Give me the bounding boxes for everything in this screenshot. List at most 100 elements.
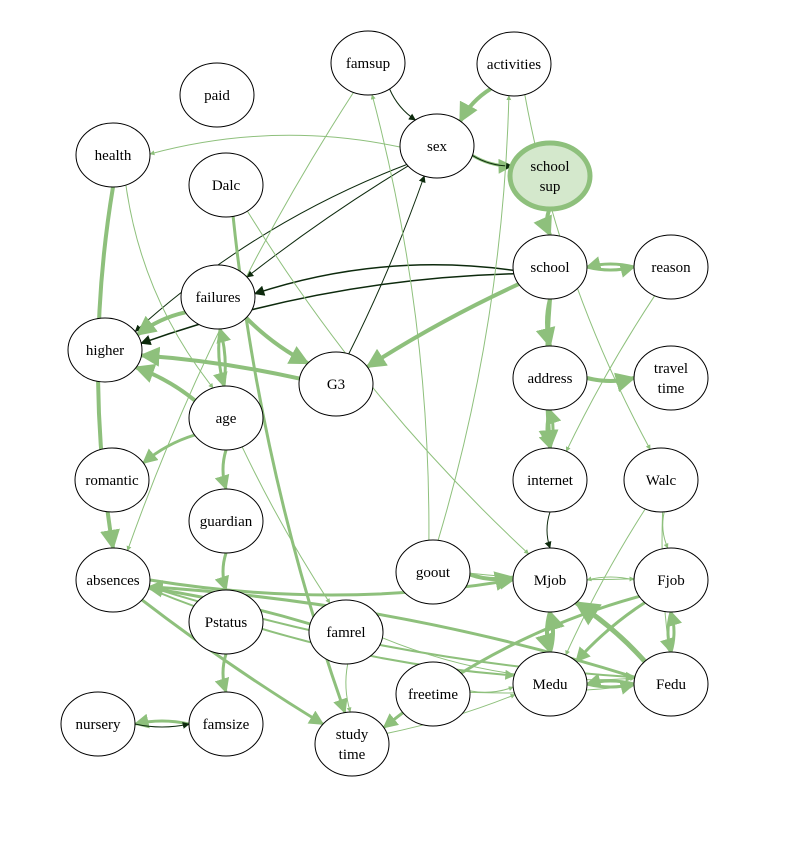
node-Pstatus: Pstatus: [188, 589, 264, 655]
node-Walc-ellipse: [623, 447, 699, 513]
edge-address-to-traveltime: [586, 372, 636, 393]
node-G3-ellipse: [298, 351, 374, 417]
node-activities: activities: [476, 31, 552, 97]
edge-sex-to-health: [149, 134, 401, 156]
edge-schoolsup-to-school: [533, 207, 552, 237]
edge-school-to-address: [535, 298, 556, 348]
edge-internet-to-address: [546, 408, 562, 449]
node-Walc-label: Walc: [646, 473, 677, 489]
edge-G3-to-higher: [139, 346, 300, 381]
node-higher-ellipse: [67, 317, 143, 383]
edge-Walc-to-Medu: [565, 508, 646, 656]
node-Pstatus-ellipse: [188, 589, 264, 655]
node-school-label: school: [530, 260, 569, 276]
node-famrel: famrel: [308, 599, 384, 665]
node-traveltime-ellipse: [633, 345, 709, 411]
node-Mjob-ellipse: [512, 547, 588, 613]
edge-sex-to-failures: [246, 165, 409, 278]
node-guardian-ellipse: [188, 488, 264, 554]
node-Fjob-label: Fjob: [657, 573, 685, 589]
node-absences-label: absences: [86, 573, 139, 589]
edge-absences-to-studytime: [141, 598, 325, 726]
edge-freetime-to-Medu: [469, 686, 514, 693]
node-paid-ellipse: [179, 62, 255, 128]
node-romantic-label: romantic: [85, 473, 139, 489]
node-famsup-label: famsup: [346, 56, 390, 72]
node-activities-ellipse: [476, 31, 552, 97]
node-address-label: address: [528, 371, 573, 387]
node-address: address: [512, 345, 588, 411]
node-internet-label: internet: [527, 473, 574, 489]
node-studytime-label: study: [336, 727, 369, 743]
node-Dalc: Dalc: [188, 152, 264, 218]
node-schoolsup-label: sup: [540, 179, 561, 195]
edge-famrel-to-studytime: [345, 663, 352, 713]
edge-Fjob-to-Medu: [575, 601, 646, 663]
edge-Fedu-to-Medu: [585, 673, 635, 688]
edge-school-to-G3: [365, 282, 520, 369]
edge-internet-to-Mjob: [544, 511, 552, 549]
node-reason-ellipse: [633, 234, 709, 300]
edge-reason-to-internet: [565, 295, 656, 452]
edge-age-to-romantic: [142, 433, 196, 465]
edge-goout-to-activities: [437, 95, 512, 541]
node-health-ellipse: [75, 122, 151, 188]
edge-sex-to-schoolsup: [472, 154, 513, 170]
node-famsize-ellipse: [188, 691, 264, 757]
edge-school-to-failures: [253, 264, 514, 296]
node-higher-label: higher: [86, 343, 124, 359]
node-Fedu-ellipse: [633, 651, 709, 717]
node-Medu-ellipse: [512, 651, 588, 717]
node-Fedu: Fedu: [633, 651, 709, 717]
node-famsup: famsup: [330, 30, 406, 96]
node-Mjob: Mjob: [512, 547, 588, 613]
node-Pstatus-label: Pstatus: [205, 615, 248, 631]
node-famsize: famsize: [188, 691, 264, 757]
node-schoolsup-ellipse: [507, 140, 593, 212]
node-Mjob-label: Mjob: [534, 573, 567, 589]
node-higher: higher: [67, 317, 143, 383]
node-failures: failures: [180, 264, 256, 330]
node-traveltime-label: time: [658, 381, 685, 397]
edge-famsize-to-nursery: [133, 713, 190, 729]
edge-failures-to-G3: [244, 316, 310, 365]
node-studytime-ellipse: [314, 711, 390, 777]
node-goout: goout: [395, 539, 471, 605]
edge-goout-to-famsup: [370, 94, 430, 541]
edge-age-to-guardian: [214, 449, 230, 491]
edge-activities-to-sex: [458, 87, 492, 123]
node-address-ellipse: [512, 345, 588, 411]
node-famsize-label: famsize: [203, 717, 250, 733]
edge-Medu-to-Mjob: [545, 610, 565, 653]
edge-Walc-to-Fjob: [662, 511, 669, 549]
node-famrel-ellipse: [308, 599, 384, 665]
node-absences-ellipse: [75, 547, 151, 613]
node-age: age: [188, 385, 264, 451]
edge-famrel-to-Fedu: [382, 637, 636, 682]
edge-age-to-failures: [216, 327, 231, 387]
edge-age-to-higher: [134, 363, 197, 403]
edge-Pstatus-to-famsize: [214, 653, 230, 694]
node-health: health: [75, 122, 151, 188]
node-sex-ellipse: [399, 113, 475, 179]
node-Walc: Walc: [623, 447, 699, 513]
node-Fjob-ellipse: [633, 547, 709, 613]
edge-school-to-reason: [586, 263, 636, 278]
node-paid: paid: [179, 62, 255, 128]
edge-sex-to-higher: [134, 164, 407, 332]
node-freetime: freetime: [395, 661, 471, 727]
node-age-label: age: [216, 411, 237, 427]
node-famrel-label: famrel: [326, 625, 365, 641]
node-failures-ellipse: [180, 264, 256, 330]
node-activities-label: activities: [487, 57, 541, 73]
node-Dalc-label: Dalc: [212, 178, 241, 194]
node-school: school: [512, 234, 588, 300]
edge-failures-to-higher: [135, 310, 186, 337]
node-G3: G3: [298, 351, 374, 417]
node-reason-label: reason: [651, 260, 691, 276]
node-G3-label: G3: [327, 377, 345, 393]
